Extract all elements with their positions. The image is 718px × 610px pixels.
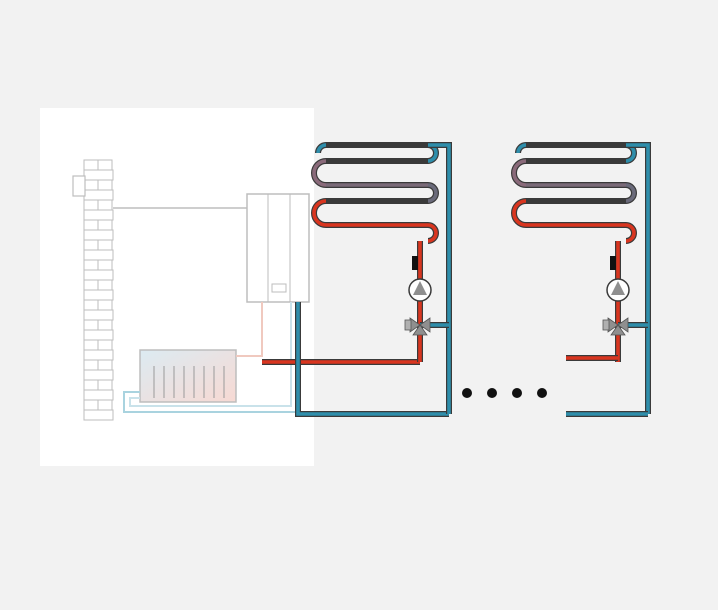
brick (97, 219, 113, 231)
temperature-sensor (610, 256, 616, 270)
brick (97, 199, 113, 211)
brick (83, 319, 99, 331)
brick (83, 329, 114, 341)
dot (512, 388, 522, 398)
coil-bend (427, 222, 439, 244)
flue-cap (72, 175, 86, 197)
main-return-pipe (295, 302, 449, 417)
tank-heat-exchanger (153, 366, 225, 398)
brick (97, 279, 113, 291)
brick (83, 209, 114, 221)
boiler-display (271, 283, 287, 293)
brick (83, 309, 114, 321)
heating-circuit-1 (311, 142, 452, 414)
brick (83, 389, 114, 401)
brick (83, 249, 114, 261)
dot (487, 388, 497, 398)
brick (83, 229, 114, 241)
circulation-pump (606, 278, 630, 302)
coil-bend (625, 182, 637, 204)
brick (97, 319, 113, 331)
boiler (246, 193, 310, 303)
coil-bend (427, 182, 439, 204)
brick (83, 269, 114, 281)
brick (83, 409, 114, 421)
brick (83, 189, 114, 201)
coil-end (515, 142, 527, 154)
brick (83, 169, 114, 181)
brick (83, 369, 114, 381)
circulation-pump (408, 278, 432, 302)
brick (83, 219, 99, 231)
brick (97, 239, 113, 251)
brick (83, 399, 99, 411)
dot (462, 388, 472, 398)
mixing-valve (404, 317, 431, 336)
coil-bend (311, 198, 327, 228)
brick (97, 259, 113, 271)
brick (97, 159, 113, 171)
main-distribution-pipes (262, 302, 449, 417)
chimney (72, 159, 114, 421)
mixing-valve (602, 317, 629, 336)
brick (83, 239, 99, 251)
brick (97, 359, 113, 371)
coil-end (315, 142, 327, 154)
continuation-dots (462, 388, 547, 398)
brick (97, 339, 113, 351)
coil-bend (311, 158, 327, 188)
brick (83, 299, 99, 311)
brick (83, 379, 99, 391)
brick (83, 179, 99, 191)
heating-circuits (311, 142, 651, 417)
brick (83, 159, 99, 171)
brick (83, 199, 99, 211)
brick (83, 349, 114, 361)
coil-bend (511, 158, 527, 188)
temperature-sensor (412, 256, 418, 270)
brick (97, 399, 113, 411)
coil-bend (511, 198, 527, 228)
brick (83, 279, 99, 291)
brick (97, 379, 113, 391)
dot (537, 388, 547, 398)
brick (83, 259, 99, 271)
brick (97, 179, 113, 191)
brick (83, 339, 99, 351)
storage-tank (139, 349, 237, 403)
brick (83, 289, 114, 301)
brick (97, 299, 113, 311)
heating-circuit-2 (511, 142, 651, 417)
coil-bend (625, 222, 637, 244)
brick (83, 359, 99, 371)
